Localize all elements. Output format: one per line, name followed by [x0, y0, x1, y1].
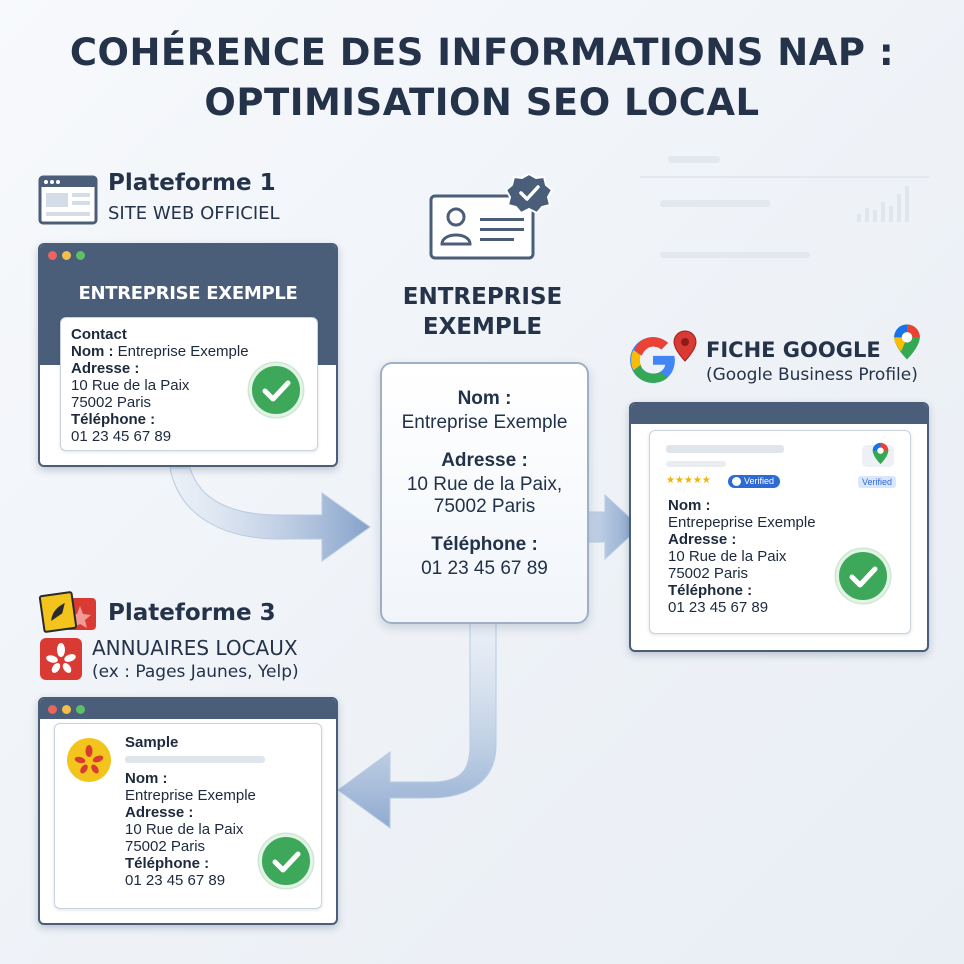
google-browser-window: ★★★★★ Verified Verified Nom : Entrepepri…	[629, 402, 929, 652]
center-address-line1: 10 Rue de la Paix,	[406, 474, 563, 495]
phone-label: Téléphone :	[125, 855, 210, 872]
name-value: Entreprise Exemple	[117, 343, 249, 360]
arrow-center-to-platform3	[337, 621, 497, 829]
name-label: Nom :	[71, 343, 114, 360]
green-check-icon	[836, 549, 890, 603]
center-phone-label: Téléphone :	[431, 534, 538, 555]
sample-label: Sample	[125, 734, 179, 751]
arrow-platform1-to-center	[169, 467, 371, 562]
platform3-browser-window: Sample Nom : Entreprise Exemple Adresse …	[38, 697, 338, 925]
close-dot-icon	[48, 251, 57, 260]
directory-nap-block: Nom : Entreprise Exemple Adresse : 10 Ru…	[125, 770, 256, 889]
name-label: Nom :	[668, 497, 711, 514]
center-heading-line2: EXEMPLE	[422, 314, 543, 340]
platform1-browser-window: ENTREPRISE EXEMPLE Contact Nom : Entrepr…	[38, 243, 338, 467]
platform3-title: Plateforme 3	[108, 600, 276, 626]
page-title-line1: COHÉRENCE DES INFORMATIONS NAP :	[69, 31, 895, 74]
center-address-label: Adresse :	[441, 450, 528, 471]
id-card-verified-icon	[429, 172, 554, 260]
google-maps-pin-icon	[872, 442, 889, 465]
center-name-value: Entreprise Exemple	[401, 412, 568, 433]
phone-value: 01 23 45 67 89	[668, 599, 769, 616]
google-title: FICHE GOOGLE	[706, 338, 881, 362]
placeholder-bar	[125, 756, 265, 763]
placeholder-bar	[666, 461, 726, 467]
address-line2: 75002 Paris	[125, 838, 206, 855]
center-phone-value: 01 23 45 67 89	[421, 558, 548, 579]
pages-jaunes-logo-icon	[38, 591, 96, 633]
address-line2: 75002 Paris	[668, 565, 749, 582]
window-titlebar	[40, 699, 336, 719]
website-banner: ENTREPRISE EXEMPLE	[78, 283, 298, 304]
platform3-subtitle: ANNUAIRES LOCAUX	[92, 636, 298, 660]
platform1-title: Plateforme 1	[108, 170, 276, 196]
center-heading: ENTREPRISE EXEMPLE	[330, 282, 635, 342]
center-nap-card: Nom : Entreprise Exemple Adresse : 10 Ru…	[380, 362, 589, 624]
center-name-label: Nom :	[457, 388, 512, 409]
name-value: Entreprise Exemple	[125, 787, 256, 804]
address-line1: 10 Rue de la Paix	[668, 548, 787, 565]
yelp-burst-icon	[67, 738, 111, 782]
close-dot-icon	[48, 705, 57, 714]
background-bar-chart	[857, 186, 909, 222]
green-check-icon	[249, 363, 303, 417]
yelp-logo-icon	[40, 638, 82, 680]
center-heading-line1: ENTREPRISE	[402, 284, 563, 310]
contact-label: Contact	[71, 326, 127, 343]
google-nap-block: Nom : Entrepeprise Exemple Adresse : 10 …	[668, 497, 816, 616]
minimize-dot-icon	[62, 705, 71, 714]
minimize-dot-icon	[62, 251, 71, 260]
page-title-line2: OPTIMISATION SEO LOCAL	[204, 81, 760, 124]
address-label: Adresse :	[71, 360, 140, 377]
directory-listing-card: Sample Nom : Entreprise Exemple Adresse …	[54, 723, 322, 909]
google-profile-card: ★★★★★ Verified Verified Nom : Entrepepri…	[649, 430, 911, 634]
maximize-dot-icon	[76, 705, 85, 714]
background-decoration	[640, 176, 930, 178]
browser-window-icon	[38, 175, 98, 225]
google-subtitle: (Google Business Profile)	[706, 365, 918, 385]
map-pin-icon	[673, 330, 697, 362]
phone-value: 01 23 45 67 89	[71, 428, 172, 445]
background-decoration	[668, 156, 720, 163]
address-line1: 10 Rue de la Paix	[71, 377, 190, 394]
background-decoration	[660, 200, 770, 207]
address-line1: 10 Rue de la Paix	[125, 821, 244, 838]
background-decoration	[660, 252, 810, 258]
name-label: Nom :	[125, 770, 168, 787]
phone-value: 01 23 45 67 89	[125, 872, 226, 889]
verified-badge: Verified	[728, 475, 781, 488]
window-titlebar	[631, 404, 927, 424]
green-check-icon	[259, 834, 313, 888]
star-rating: ★★★★★	[666, 475, 711, 486]
website-contact-card: Contact Nom : Entreprise Exemple Adresse…	[60, 317, 318, 451]
contact-block: Contact Nom : Entreprise Exemple Adresse…	[71, 326, 249, 445]
name-value: Entrepeprise Exemple	[668, 514, 816, 531]
platform1-subtitle: SITE WEB OFFICIEL	[108, 203, 280, 224]
verified-label: Verified	[858, 476, 897, 488]
center-address-line2: 75002 Paris	[433, 496, 536, 517]
address-label: Adresse :	[125, 804, 194, 821]
google-g-logo-icon	[630, 337, 675, 383]
address-label: Adresse :	[668, 531, 737, 548]
maximize-dot-icon	[76, 251, 85, 260]
phone-label: Téléphone :	[71, 411, 156, 428]
badge-check-icon	[732, 477, 741, 486]
platform3-subtitle2: (ex : Pages Jaunes, Yelp)	[92, 662, 299, 682]
address-line2: 75002 Paris	[71, 394, 152, 411]
google-maps-pin-icon	[894, 324, 920, 360]
phone-label: Téléphone :	[668, 582, 753, 599]
window-titlebar	[40, 245, 336, 265]
placeholder-bar	[666, 445, 784, 453]
